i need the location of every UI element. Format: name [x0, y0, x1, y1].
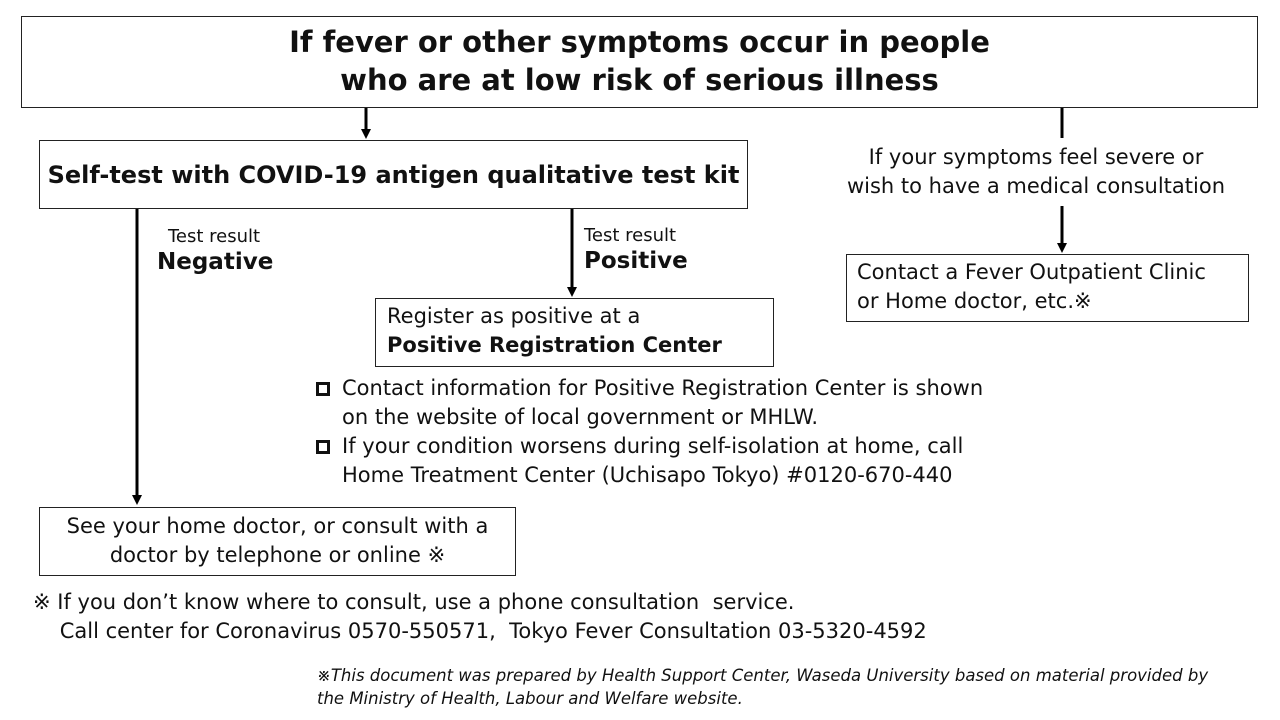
self-test-label: Self-test with COVID-19 antigen qualitat… [47, 160, 740, 189]
footnote-line-2: Call center for Coronavirus 0570-550571,… [33, 619, 927, 643]
credit-line-2: the Ministry of Health, Labour and Welfa… [317, 689, 743, 708]
negative-result-label: Test result Negative [157, 226, 274, 275]
severe-symptoms-text: If your symptoms feel severe or wish to … [836, 143, 1236, 201]
title-box: If fever or other symptoms occur in peop… [21, 16, 1258, 108]
bullet-1-line-2: on the website of local government or MH… [342, 405, 819, 429]
positive-result-label: Test result Positive [584, 225, 688, 274]
home-doctor-box: See your home doctor, or consult with a … [39, 507, 516, 576]
title-line-2: who are at low risk of serious illness [340, 63, 939, 97]
bullet-item: If your condition worsens during self-is… [316, 432, 983, 490]
negative-test-result-text: Test result [167, 226, 261, 247]
fever-clinic-box: Contact a Fever Outpatient Clinic or Hom… [846, 254, 1249, 322]
register-box: Register as positive at a Positive Regis… [375, 298, 774, 367]
footnote: ※ If you don’t know where to consult, us… [33, 588, 927, 646]
bullet-2-line-2: Home Treatment Center (Uchisapo Tokyo) #… [342, 463, 953, 487]
square-bullet-icon [316, 440, 330, 454]
fever-clinic-line-2: or Home doctor, etc.※ [857, 289, 1092, 313]
negative-text: Negative [157, 249, 274, 275]
home-doctor-line-2: doctor by telephone or online ※ [109, 543, 446, 567]
footnote-line-1: ※ If you don’t know where to consult, us… [33, 590, 795, 614]
self-test-box: Self-test with COVID-19 antigen qualitat… [39, 140, 748, 209]
register-line-1: Register as positive at a [387, 304, 641, 328]
fever-clinic-line-1: Contact a Fever Outpatient Clinic [857, 260, 1206, 284]
positive-test-result-text: Test result [584, 225, 677, 246]
home-doctor-line-1: See your home doctor, or consult with a [66, 514, 489, 538]
square-bullet-icon [316, 382, 330, 396]
bullet-2-line-1: If your condition worsens during self-is… [342, 434, 964, 458]
positive-notes: Contact information for Positive Registr… [316, 374, 983, 490]
positive-text: Positive [584, 248, 688, 274]
title-line-1: If fever or other symptoms occur in peop… [289, 25, 990, 59]
credit-note: ※This document was prepared by Health Su… [317, 664, 1267, 710]
severe-line-2: wish to have a medical consultation [846, 174, 1226, 198]
bullet-item: Contact information for Positive Registr… [316, 374, 983, 432]
bullet-1-line-1: Contact information for Positive Registr… [342, 376, 984, 400]
register-line-2: Positive Registration Center [387, 333, 722, 357]
severe-line-1: If your symptoms feel severe or [868, 145, 1204, 169]
credit-line-1: ※This document was prepared by Health Su… [317, 666, 1209, 685]
